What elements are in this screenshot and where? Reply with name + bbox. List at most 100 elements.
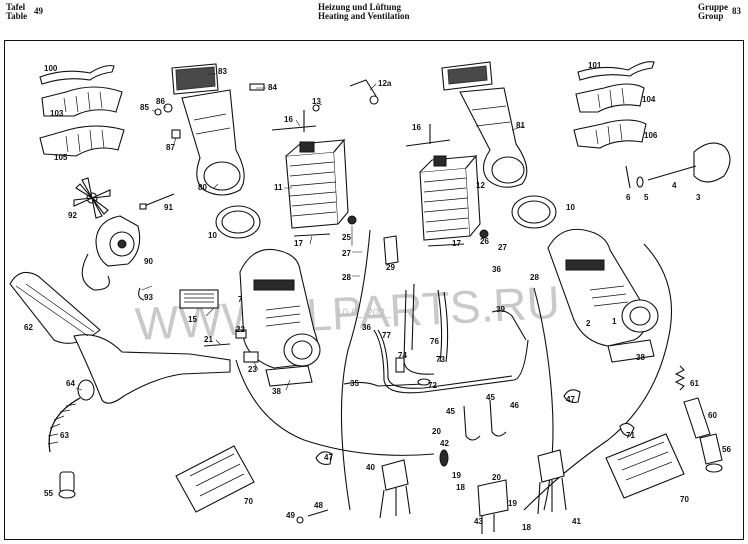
seal-strip-101 xyxy=(577,61,655,81)
blower-motor-90 xyxy=(81,215,141,291)
part-label: 77 xyxy=(382,331,391,340)
part-label: 46 xyxy=(510,401,519,410)
gasket-38-right xyxy=(607,339,655,363)
part-label: 19 xyxy=(452,471,461,480)
screw-13 xyxy=(312,104,320,112)
air-intake-grille-83 xyxy=(171,63,219,95)
part-label: 47 xyxy=(324,453,333,462)
defroster-nozzle-62 xyxy=(9,271,231,404)
tube-60 xyxy=(683,397,711,439)
leader-lines xyxy=(75,73,525,391)
part-label: 70 xyxy=(680,495,689,504)
part-label: 21 xyxy=(204,335,213,344)
part-label: 62 xyxy=(24,323,33,332)
part-label: 42 xyxy=(440,439,449,448)
part-label: 104 xyxy=(642,95,656,104)
knob-42 xyxy=(439,449,449,467)
grommet-29 xyxy=(383,235,399,265)
exploded-parts-diagram: WWW.ELPARTS.RU 10.0_.202_ xyxy=(4,40,744,540)
part-label: 1 xyxy=(612,317,617,326)
part-label: 22 xyxy=(236,325,245,334)
part-label: 10 xyxy=(566,203,575,212)
control-panel-3 xyxy=(693,142,731,183)
hose-clamp-10-left xyxy=(215,205,261,239)
bracket-23 xyxy=(243,351,259,363)
lower-cover-70-left xyxy=(175,445,255,513)
table-number: 49 xyxy=(34,6,43,16)
clip-87 xyxy=(171,129,181,139)
group-number: 83 xyxy=(732,6,741,16)
lower-cover-70-right xyxy=(605,433,685,499)
part-label: 11 xyxy=(274,183,283,192)
clip-22 xyxy=(235,329,247,339)
clamp-64 xyxy=(77,379,95,401)
control-cable-28-left xyxy=(235,229,435,511)
part-label: 87 xyxy=(166,143,175,152)
control-lever-40 xyxy=(379,459,411,519)
part-label: 41 xyxy=(572,517,581,526)
part-label: 27 xyxy=(498,243,507,252)
clamp-93 xyxy=(138,287,145,301)
seal-strip-100 xyxy=(39,65,115,85)
title-de: Heizung und Lüftung xyxy=(318,2,402,12)
part-label: 16 xyxy=(412,123,421,132)
bracket-12a xyxy=(349,79,379,105)
group-label-en: Group xyxy=(698,11,724,21)
filter-15 xyxy=(179,289,219,309)
part-label: 13 xyxy=(312,97,321,106)
control-lever-41 xyxy=(537,449,567,515)
group-label-de: Gruppe xyxy=(698,2,729,12)
table-label-de: Tafel xyxy=(6,2,26,12)
bolt-21 xyxy=(203,343,231,347)
part-label: 39 xyxy=(496,305,505,314)
part-label: 101 xyxy=(588,61,602,70)
hose-clamp-10-right xyxy=(511,195,557,229)
part-label: 48 xyxy=(314,501,323,510)
part-label: 17 xyxy=(294,239,303,248)
part-label: 18 xyxy=(456,483,465,492)
part-label: 55 xyxy=(44,489,53,498)
part-label: 76 xyxy=(430,337,439,346)
fresh-air-duct-81 xyxy=(459,87,528,188)
part-label: 105 xyxy=(54,153,68,162)
part-label: 38 xyxy=(272,387,281,396)
part-label: 47 xyxy=(566,395,575,404)
part-label: 43 xyxy=(474,517,483,526)
part-label: 73 xyxy=(436,355,445,364)
clip-71 xyxy=(619,422,635,437)
heater-box-left xyxy=(239,248,321,369)
nut-86 xyxy=(163,103,173,113)
part-label: 80 xyxy=(198,183,207,192)
part-label: 86 xyxy=(156,97,165,106)
clip-17-right xyxy=(427,243,465,247)
part-label: 17 xyxy=(452,239,461,248)
part-label: 81 xyxy=(516,121,525,130)
fan-impeller-92 xyxy=(73,177,111,219)
part-label: 5 xyxy=(644,193,649,202)
duct-cover-104 xyxy=(575,83,645,113)
plug-56 xyxy=(699,433,723,473)
part-number-labels: 100 103 105 83 84 85 86 87 13 12a 16 11 … xyxy=(24,61,731,532)
table-label-en: Table xyxy=(6,11,28,21)
part-label: 56 xyxy=(722,445,731,454)
part-label: 7 xyxy=(238,295,243,304)
part-label: 28 xyxy=(530,273,539,282)
part-label: 63 xyxy=(60,431,69,440)
part-label: 20 xyxy=(492,473,501,482)
bolt-91 xyxy=(139,193,175,210)
part-label: 19 xyxy=(508,499,517,508)
part-label: 85 xyxy=(140,103,149,112)
clip-17-left xyxy=(293,233,331,237)
table-label: Tafel Table xyxy=(6,3,27,21)
part-label: 10 xyxy=(208,231,217,240)
part-label: 92 xyxy=(68,211,77,220)
fresh-air-duct-80 xyxy=(181,89,245,196)
bracket-16-left xyxy=(271,110,317,132)
duct-cover-103 xyxy=(41,86,123,117)
water-pipes-center xyxy=(343,283,529,394)
spring-61 xyxy=(674,365,686,391)
rod-4 xyxy=(647,165,697,181)
part-label: 71 xyxy=(626,431,635,440)
part-label: 84 xyxy=(268,83,277,92)
duct-cover-105 xyxy=(39,125,125,157)
